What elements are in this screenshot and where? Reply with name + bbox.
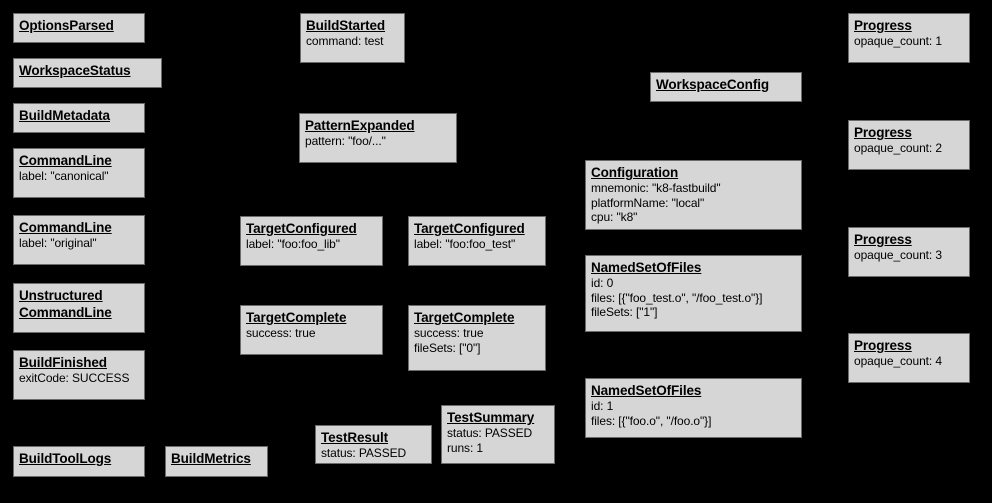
node-field: opaque_count: 1 xyxy=(854,34,942,48)
node-field: label: "original" xyxy=(19,236,97,250)
graph-node-target-configured-foo-test[interactable]: TargetConfigured label: "foo:foo_test" xyxy=(408,216,546,266)
graph-node-build-metrics[interactable]: BuildMetrics xyxy=(165,446,268,477)
node-title-build-metrics: BuildMetrics xyxy=(171,451,251,466)
node-field: cpu: "k8" xyxy=(591,210,638,224)
node-field: id: 1 xyxy=(591,399,614,413)
node-field: fileSets: ["0"] xyxy=(414,340,481,355)
node-field: files: [{"foo.o", "/foo.o"}] xyxy=(591,413,712,428)
node-title-options-parsed: OptionsParsed xyxy=(19,18,114,33)
node-title-target-complete-test: TargetComplete xyxy=(414,310,515,325)
node-title-workspace-status: WorkspaceStatus xyxy=(19,63,131,78)
node-field: status: PASSED xyxy=(321,446,407,460)
graph-node-progress-2[interactable]: Progress opaque_count: 2 xyxy=(848,120,970,170)
node-title-build-metadata: BuildMetadata xyxy=(19,108,110,123)
graph-node-build-metadata[interactable]: BuildMetadata xyxy=(13,103,145,133)
graph-node-progress-1[interactable]: Progress opaque_count: 1 xyxy=(848,13,970,63)
node-field: fileSets: ["1"] xyxy=(591,305,658,319)
node-fields-progress-1: opaque_count: 1 xyxy=(854,34,964,49)
node-title-progress-4: Progress xyxy=(854,338,912,353)
node-fields-build-started: command: test xyxy=(306,34,399,49)
graph-node-options-parsed[interactable]: OptionsParsed xyxy=(13,13,145,43)
node-title-target-configured-foo-lib: TargetConfigured xyxy=(246,221,357,236)
graph-node-command-line-canonical[interactable]: CommandLine label: "canonical" xyxy=(13,148,145,198)
graph-node-unstructured-command-line[interactable]: Unstructured CommandLine xyxy=(13,283,145,333)
node-field: status: PASSED xyxy=(447,426,533,440)
node-title-configuration: Configuration xyxy=(591,165,679,180)
node-fields-target-complete-lib: success: true xyxy=(246,326,377,341)
node-fields-target-configured-foo-test: label: "foo:foo_test" xyxy=(414,237,540,252)
graph-node-pattern-expanded[interactable]: PatternExpanded pattern: "foo/..." xyxy=(299,113,457,163)
graph-node-progress-4[interactable]: Progress opaque_count: 4 xyxy=(848,333,970,383)
node-title-target-configured-foo-test: TargetConfigured xyxy=(414,221,525,236)
node-fields-progress-4: opaque_count: 4 xyxy=(854,354,964,369)
node-title-build-finished: BuildFinished xyxy=(19,355,107,370)
graph-node-workspace-status[interactable]: WorkspaceStatus xyxy=(13,58,162,88)
node-title-pattern-expanded: PatternExpanded xyxy=(305,118,415,133)
node-title-test-summary: TestSummary xyxy=(447,410,535,425)
node-title-progress-1: Progress xyxy=(854,18,912,33)
node-field: platformName: "local" xyxy=(591,195,705,210)
node-title-test-result: TestResult xyxy=(321,430,389,445)
graph-node-build-tool-logs[interactable]: BuildToolLogs xyxy=(13,446,145,477)
graph-node-build-started[interactable]: BuildStarted command: test xyxy=(300,13,405,63)
node-title-command-line-original: CommandLine xyxy=(19,220,112,235)
node-field: opaque_count: 3 xyxy=(854,248,942,262)
node-title-command-line-canonical: CommandLine xyxy=(19,153,112,168)
node-field: label: "canonical" xyxy=(19,169,109,183)
graph-node-target-complete-lib[interactable]: TargetComplete success: true xyxy=(240,305,383,355)
node-title-named-set-of-files-0: NamedSetOfFiles xyxy=(591,260,702,275)
node-field: runs: 1 xyxy=(447,440,483,455)
node-title-progress-2: Progress xyxy=(854,125,912,140)
node-field: success: true xyxy=(414,326,484,340)
node-title-unstructured-command-line: Unstructured CommandLine xyxy=(19,288,112,320)
node-title-target-complete-lib: TargetComplete xyxy=(246,310,347,325)
node-title-progress-3: Progress xyxy=(854,232,912,247)
node-field: opaque_count: 2 xyxy=(854,141,942,155)
graph-node-workspace-config[interactable]: WorkspaceConfig xyxy=(650,72,802,102)
node-field: label: "foo:foo_test" xyxy=(414,237,516,251)
node-field: mnemonic: "k8-fastbuild" xyxy=(591,181,721,195)
node-field: pattern: "foo/..." xyxy=(305,134,386,148)
node-field: id: 0 xyxy=(591,276,614,290)
node-title-named-set-of-files-1: NamedSetOfFiles xyxy=(591,383,702,398)
graph-node-build-finished[interactable]: BuildFinished exitCode: SUCCESS xyxy=(13,350,145,400)
node-field: success: true xyxy=(246,326,316,340)
node-field: exitCode: SUCCESS xyxy=(19,371,130,385)
node-title-build-tool-logs: BuildToolLogs xyxy=(19,451,112,466)
node-field: files: [{"foo_test.o", "/foo_test.o"}] xyxy=(591,290,763,305)
graph-node-test-result[interactable]: TestResult status: PASSED xyxy=(315,425,432,464)
node-fields-pattern-expanded: pattern: "foo/..." xyxy=(305,134,451,149)
graph-node-command-line-original[interactable]: CommandLine label: "original" xyxy=(13,215,145,265)
node-fields-progress-2: opaque_count: 2 xyxy=(854,141,964,156)
node-fields-command-line-original: label: "original" xyxy=(19,236,139,251)
graph-node-configuration[interactable]: Configuration mnemonic: "k8-fastbuild"pl… xyxy=(585,160,802,230)
node-field: command: test xyxy=(306,34,384,48)
graph-node-target-configured-foo-lib[interactable]: TargetConfigured label: "foo:foo_lib" xyxy=(240,216,383,266)
node-field: opaque_count: 4 xyxy=(854,354,942,368)
node-fields-target-configured-foo-lib: label: "foo:foo_lib" xyxy=(246,237,377,252)
node-field: label: "foo:foo_lib" xyxy=(246,237,340,251)
graph-node-progress-3[interactable]: Progress opaque_count: 3 xyxy=(848,227,970,277)
node-title-build-started: BuildStarted xyxy=(306,18,386,33)
node-fields-build-finished: exitCode: SUCCESS xyxy=(19,371,139,386)
node-fields-progress-3: opaque_count: 3 xyxy=(854,248,964,263)
node-fields-command-line-canonical: label: "canonical" xyxy=(19,169,139,184)
node-title-workspace-config: WorkspaceConfig xyxy=(656,77,770,92)
node-fields-test-result: status: PASSED xyxy=(321,446,426,461)
node-fields-configuration: mnemonic: "k8-fastbuild"platformName: "l… xyxy=(591,181,796,225)
